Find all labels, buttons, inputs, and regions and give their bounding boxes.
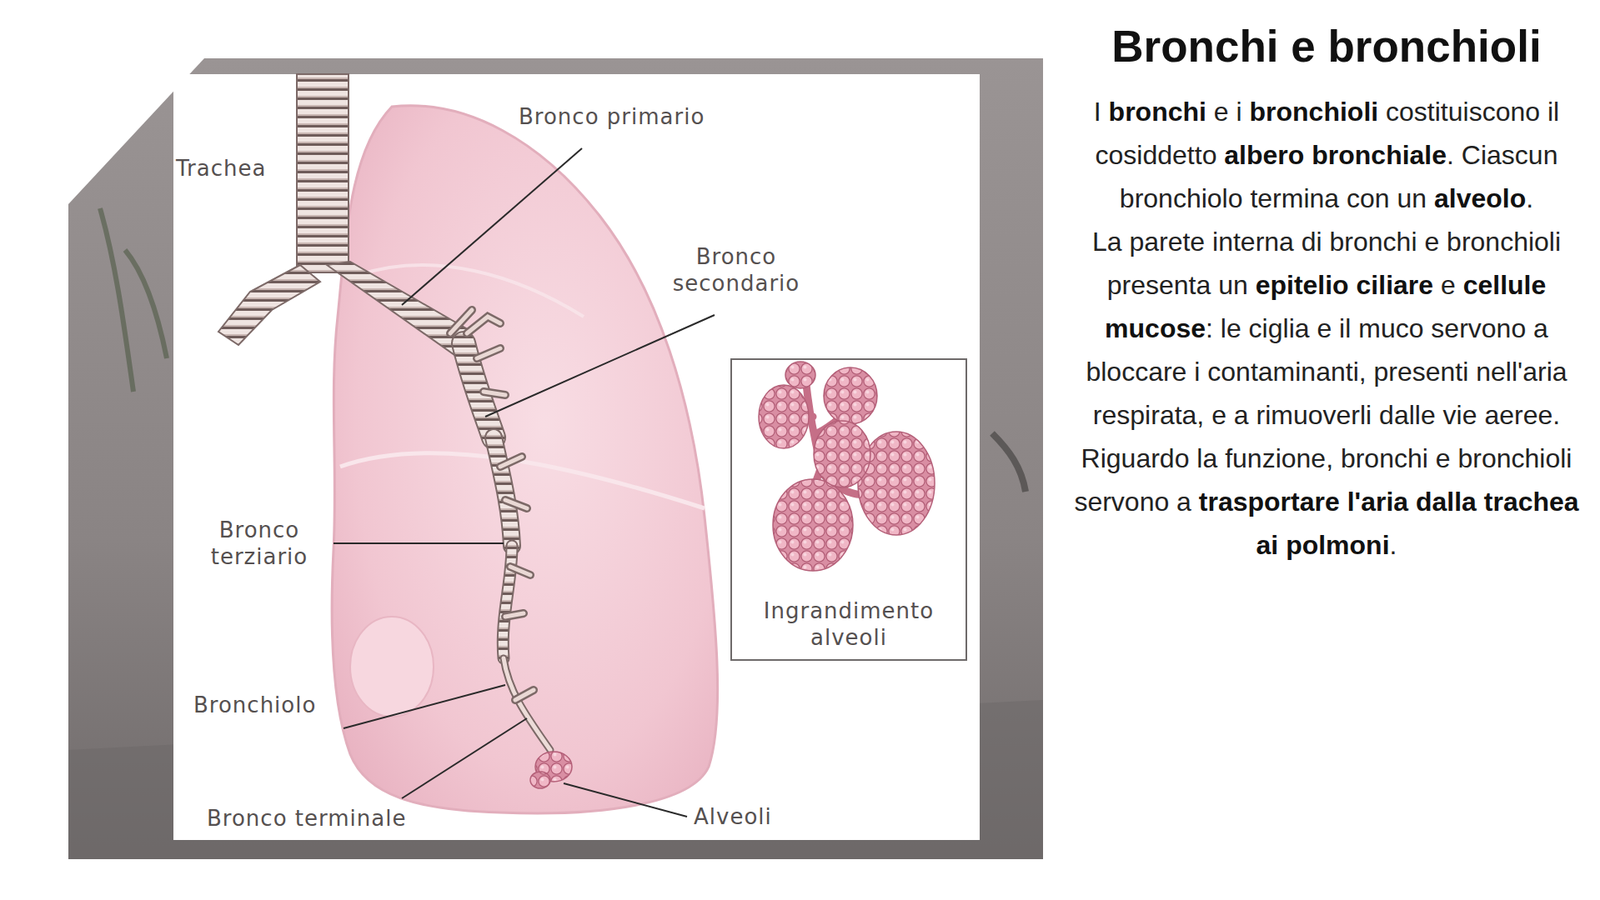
text-run: . bbox=[1525, 183, 1534, 214]
inset-box: Ingrandimento alveoli bbox=[730, 358, 968, 662]
text-run: e bbox=[1433, 270, 1464, 301]
part-label: Trachea bbox=[175, 155, 266, 182]
bold-term: trasportare l'aria dalla trachea ai polm… bbox=[1198, 486, 1580, 561]
bold-term: alveolo bbox=[1434, 183, 1526, 214]
alveoli-cluster bbox=[530, 752, 572, 789]
lung-shape bbox=[331, 105, 718, 814]
paragraph: La parete interna di bronchi e bronchiol… bbox=[1072, 220, 1581, 437]
part-label: Bronco terminale bbox=[206, 805, 407, 833]
image-ground bbox=[173, 74, 980, 841]
part-label: Bronchiolo bbox=[193, 692, 316, 719]
part-label: Alveoli bbox=[693, 803, 773, 831]
alveoli-enlargement bbox=[758, 361, 935, 572]
paragraph: Riguardo la funzione, bronchi e bronchio… bbox=[1072, 436, 1581, 567]
text-run: e i bbox=[1206, 96, 1250, 127]
paragraph: I bronchi e i bronchioli costituiscono i… bbox=[1072, 90, 1581, 221]
bold-term: bronchioli bbox=[1249, 96, 1380, 127]
slide-title: Bronchi e bronchioli bbox=[1058, 20, 1595, 74]
text-run: . bbox=[1389, 530, 1398, 561]
inset-caption: Ingrandimento alveoli bbox=[732, 597, 966, 660]
text-run: I bbox=[1093, 96, 1109, 127]
bold-term: epitelio ciliare bbox=[1255, 270, 1434, 301]
airway-tree bbox=[218, 74, 551, 751]
part-label: Bronco primario bbox=[518, 103, 705, 131]
part-label: Bronco secondario bbox=[648, 243, 824, 297]
room-background bbox=[68, 58, 1044, 860]
bold-term: albero bronchiale bbox=[1223, 140, 1447, 171]
part-label: Bronco terziario bbox=[188, 516, 331, 571]
body-text: I bronchi e i bronchioli costituiscono i… bbox=[1072, 90, 1581, 567]
leader-lines bbox=[333, 148, 715, 818]
bold-term: bronchi bbox=[1108, 96, 1207, 127]
